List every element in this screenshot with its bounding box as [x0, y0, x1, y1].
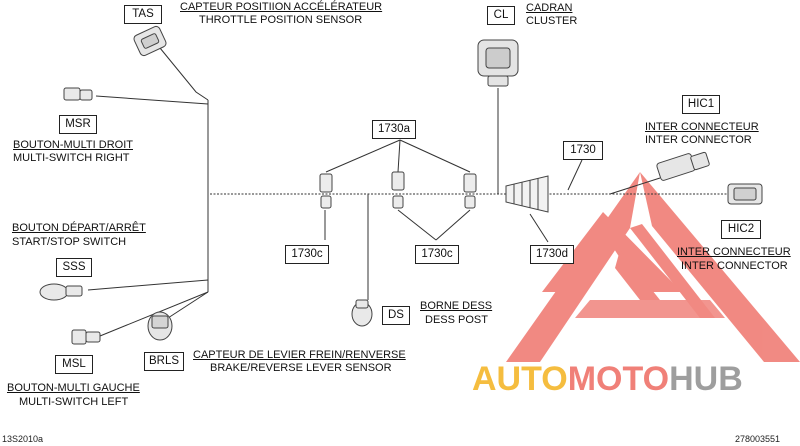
- c1730-code: 1730: [563, 141, 603, 160]
- hic2-connector-icon: [727, 183, 763, 205]
- figure-code-left: 13S2010a: [2, 434, 44, 444]
- hic2-label-en: INTER CONNECTOR: [681, 260, 788, 272]
- brls-label-fr: CAPTEUR DE LEVIER FREIN/RENVERSE: [193, 349, 406, 361]
- harness-boot-icon: [505, 175, 549, 213]
- figure-code-right: 278003551: [735, 434, 781, 444]
- cl-label-en: CLUSTER: [526, 15, 578, 27]
- brls-connector-icon: [147, 311, 173, 341]
- hic2-code: HIC2: [721, 220, 761, 239]
- hic1-connector-icon: [656, 151, 710, 181]
- tas-label-en: THROTTLE POSITION SENSOR: [199, 14, 363, 26]
- sss-label-fr: BOUTON DÉPART/ARRÊT: [12, 222, 146, 234]
- hic1-label-fr: INTER CONNECTEUR: [645, 121, 759, 133]
- watermark-text: AUTOMOTOHUB: [472, 360, 743, 399]
- c1730c-mid-code: 1730c: [415, 245, 459, 264]
- msr-code: MSR: [59, 115, 97, 134]
- hic1-code: HIC1: [682, 95, 720, 114]
- sss-code: SSS: [56, 258, 92, 277]
- watermark-auto: AUTO: [472, 360, 568, 398]
- brls-code: BRLS: [144, 352, 184, 371]
- cl-code: CL: [487, 6, 515, 25]
- c1730a-code: 1730a: [372, 120, 416, 139]
- tas-label-fr: CAPTEUR POSITIION ACCÉLÉRATEUR: [180, 1, 383, 13]
- msr-connector-icon: [63, 87, 93, 101]
- tas-connector-icon: [133, 25, 167, 57]
- watermark-moto: MOTO: [567, 360, 670, 398]
- tas-code: TAS: [124, 5, 162, 24]
- msr-label-fr: BOUTON-MULTI DROIT: [13, 139, 133, 151]
- c1730d-code: 1730d: [530, 245, 574, 264]
- dess-post-icon: [351, 299, 373, 327]
- brls-label-en: BRAKE/REVERSE LEVER SENSOR: [210, 362, 392, 374]
- sss-label-en: START/STOP SWITCH: [12, 236, 127, 248]
- hic2-label-fr: INTER CONNECTEUR: [677, 246, 791, 258]
- msl-code: MSL: [55, 355, 93, 374]
- msl-label-en: MULTI-SWITCH LEFT: [19, 396, 129, 408]
- ds-label-en: DESS POST: [425, 314, 488, 326]
- cluster-connector-icon: [477, 39, 519, 87]
- sss-connector-icon: [39, 283, 83, 301]
- hic1-label-en: INTER CONNECTOR: [645, 134, 752, 146]
- ds-label-fr: BORNE DESS: [420, 300, 493, 312]
- cl-label-fr: CADRAN: [526, 2, 573, 14]
- msl-connector-icon: [71, 329, 101, 345]
- ds-code: DS: [382, 306, 410, 325]
- inline-connector-icon: [319, 171, 477, 209]
- msl-label-fr: BOUTON-MULTI GAUCHE: [7, 382, 140, 394]
- c1730c-left-code: 1730c: [285, 245, 329, 264]
- msr-label-en: MULTI-SWITCH RIGHT: [13, 152, 130, 164]
- watermark-hub: HUB: [669, 360, 743, 398]
